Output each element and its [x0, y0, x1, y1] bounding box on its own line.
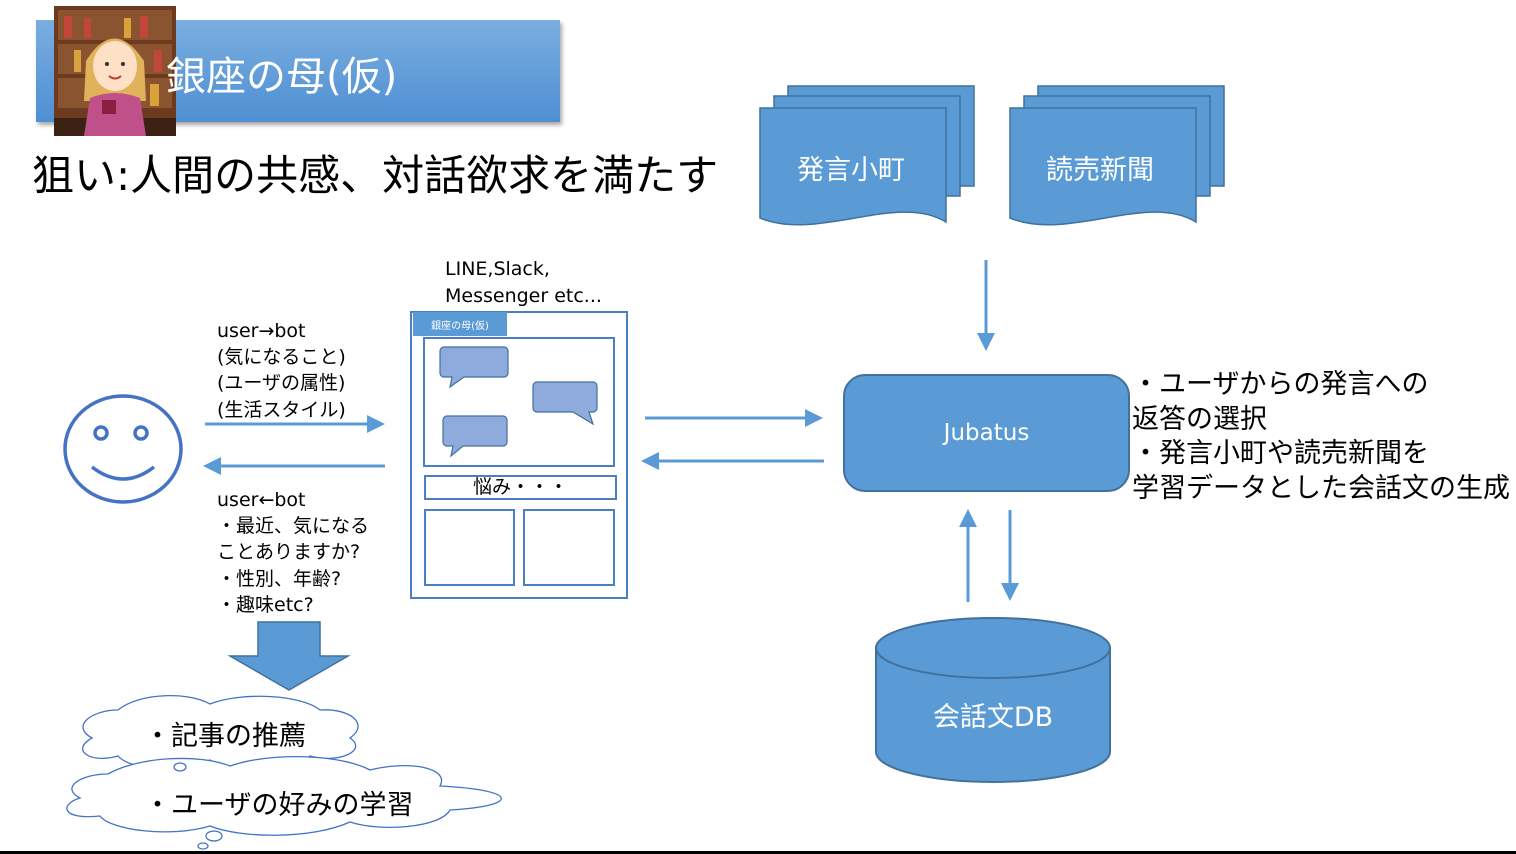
bot-to-user-heading: user←bot — [217, 489, 306, 511]
outcome-preference-learning: ・ユーザの好みの学習 — [144, 790, 414, 821]
chat-bubble-1 — [439, 346, 509, 389]
cloud-recommendation — [82, 694, 359, 770]
worry-input-label: 悩み・・・ — [472, 476, 568, 498]
user-to-bot-heading: user→bot — [217, 320, 306, 342]
app-panel-right — [523, 509, 615, 586]
bot-to-user-item: ・趣味etc? — [217, 594, 314, 616]
db-label: 会話文DB — [932, 702, 1054, 733]
conversation-db-cylinder — [875, 617, 1111, 783]
outcome-recommendation: ・記事の推薦 — [144, 721, 306, 752]
banner-title: 銀座の母(仮) — [166, 54, 398, 100]
jubatus-note-line: ・ユーザからの発言への — [1132, 369, 1429, 400]
jubatus-engine: Jubatus — [843, 374, 1130, 492]
user-smiley-icon — [63, 394, 183, 504]
jubatus-note-line: 学習データとした会話文の生成 — [1132, 472, 1510, 504]
chat-bubble-3 — [442, 415, 508, 458]
platforms-line-2: Messenger etc... — [445, 285, 602, 307]
source-doc-stack-yomiuri — [1009, 85, 1225, 226]
platforms-line-1: LINE,Slack, — [445, 258, 550, 280]
bottom-rule — [0, 851, 1516, 854]
bot-to-user-item: ・最近、気になる — [217, 515, 370, 537]
ginza-mama-illustration — [54, 6, 176, 136]
bot-to-user-item: ことありますか? — [217, 541, 361, 563]
bot-to-user-item: ・性別、年齢? — [217, 568, 342, 590]
chat-bubble-2 — [532, 381, 598, 426]
app-panel-left — [424, 509, 515, 586]
user-to-bot-item: (ユーザの属性) — [217, 372, 346, 394]
source-komachi-label: 発言小町 — [797, 155, 905, 186]
source-doc-stack-komachi — [759, 85, 975, 226]
block-arrow-down — [227, 621, 351, 691]
outcome-clouds — [66, 694, 502, 850]
jubatus-notes: ・ユーザからの発言への 返答の選択 ・発言小町や読売新聞を 学習データとした会話… — [1132, 368, 1510, 506]
chat-bubbles — [439, 346, 598, 458]
source-yomiuri-label: 読売新聞 — [1046, 155, 1154, 186]
cloud-preference-learning — [66, 755, 502, 836]
worry-input[interactable] — [424, 475, 617, 500]
jubatus-note-line: 返答の選択 — [1132, 403, 1267, 435]
user-to-bot-item: (生活スタイル) — [217, 399, 346, 421]
app-mock-header: 銀座の母(仮) — [413, 312, 507, 336]
user-to-bot-item: (気になること) — [217, 346, 346, 368]
subtitle: 狙い:人間の共感、対話欲求を満たす — [32, 151, 719, 200]
jubatus-note-line: ・発言小町や読売新聞を — [1132, 438, 1429, 469]
